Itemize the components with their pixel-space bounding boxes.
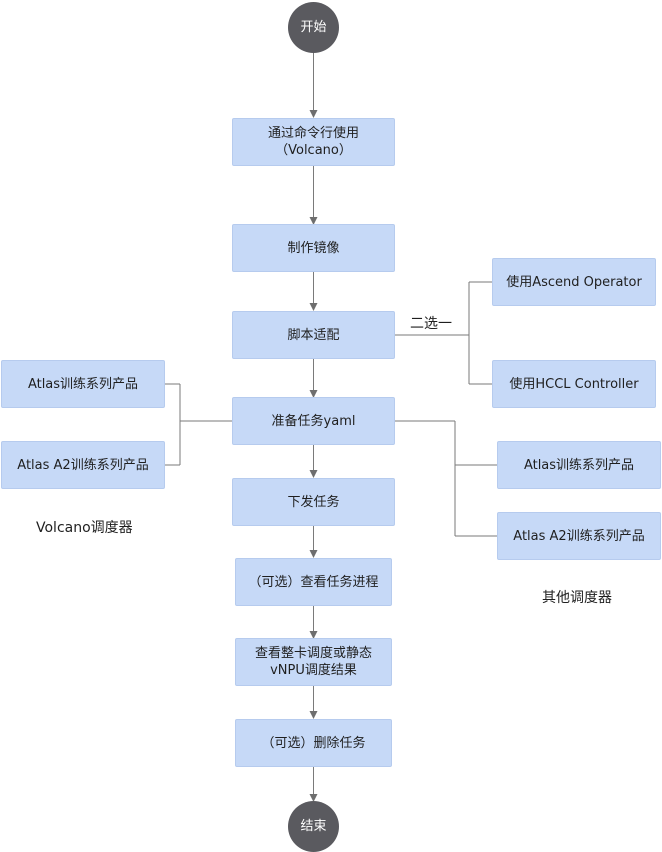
other-product-atlas-a2-training: Atlas A2训练系列产品 [497, 512, 661, 560]
step-view-scheduling-result: 查看整卡调度或静态 vNPU调度结果 [235, 638, 392, 686]
step-cli-volcano: 通过命令行使用 （Volcano） [232, 118, 395, 166]
choice-label: 二选一 [410, 316, 452, 332]
step-script-adaptation: 脚本适配 [232, 311, 395, 359]
volcano-scheduler-label: Volcano调度器 [36, 520, 133, 536]
volcano-product-atlas-training: Atlas训练系列产品 [1, 360, 165, 408]
other-scheduler-label: 其他调度器 [542, 590, 612, 606]
step-delete-job: （可选）删除任务 [235, 719, 392, 767]
option-ascend-operator: 使用Ascend Operator [492, 258, 656, 306]
volcano-product-atlas-a2-training: Atlas A2训练系列产品 [1, 441, 165, 489]
step-submit-job: 下发任务 [232, 478, 395, 526]
step-view-progress: （可选）查看任务进程 [235, 558, 392, 606]
step-prepare-yaml: 准备任务yaml [232, 397, 395, 445]
option-hccl-controller: 使用HCCL Controller [492, 360, 656, 408]
end-node: 结束 [288, 801, 339, 852]
start-node: 开始 [288, 2, 339, 53]
other-product-atlas-training: Atlas训练系列产品 [497, 441, 661, 489]
step-build-image: 制作镜像 [232, 224, 395, 272]
